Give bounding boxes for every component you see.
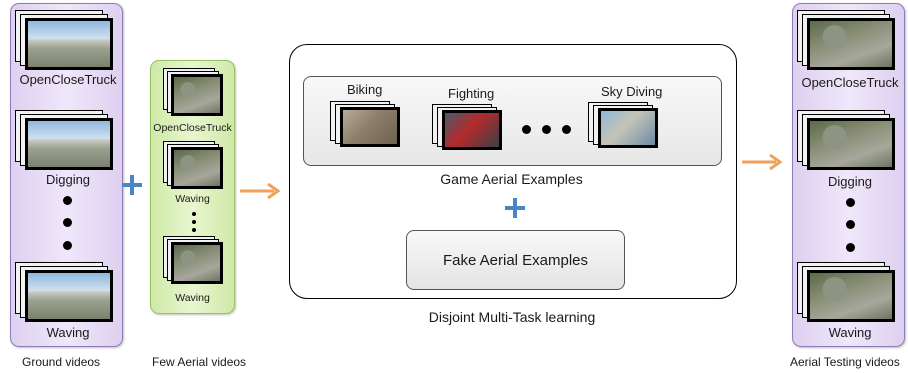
ground-label-2: Digging: [45, 172, 91, 187]
game-stack-fighting: [432, 104, 512, 154]
ellipsis-dot: [846, 220, 855, 229]
ground-video-stack-2: [15, 110, 115, 172]
fake-aerial-examples-box: Fake Aerial Examples: [406, 230, 625, 290]
ground-label-3: Waving: [46, 325, 90, 340]
testing-stack-1: [797, 10, 897, 72]
few-aerial-stack-3: [163, 236, 225, 288]
ellipsis-dot: [846, 243, 855, 252]
ellipsis-dot: [562, 125, 571, 134]
fake-aerial-examples-label: Fake Aerial Examples: [442, 251, 589, 269]
game-label-sky-diving: Sky Diving: [601, 84, 663, 99]
testing-stack-2: [797, 110, 897, 172]
game-label-fighting: Fighting: [448, 86, 495, 101]
ground-label-1: OpenCloseTruck: [19, 72, 117, 87]
ellipsis-dot: [63, 196, 72, 205]
testing-label-2: Digging: [827, 174, 873, 189]
plus-icon: [505, 198, 525, 218]
game-aerial-examples-caption: Game Aerial Examples: [440, 171, 583, 187]
ellipsis-dot: [63, 218, 72, 227]
ellipsis-dot: [192, 220, 196, 224]
ground-thumbnail: [28, 121, 110, 167]
ground-thumbnail: [28, 273, 110, 319]
game-thumbnail: [601, 111, 655, 145]
ground-video-stack-3: [15, 262, 115, 324]
aerial-thumbnail: [810, 21, 892, 67]
aerial-thumbnail: [174, 245, 220, 281]
ellipsis-dot: [192, 212, 196, 216]
arrow-right-icon: [742, 153, 783, 171]
aerial-thumbnail: [174, 150, 220, 186]
game-label-biking: Biking: [347, 82, 383, 97]
ground-video-stack-1: [15, 10, 115, 72]
testing-stack-3: [797, 262, 897, 324]
few-aerial-stack-2: [163, 141, 225, 193]
ellipsis-dot: [522, 125, 531, 134]
game-thumbnail: [343, 110, 397, 144]
ellipsis-dot: [542, 125, 551, 134]
game-stack-biking: [330, 101, 410, 151]
game-stack-sky-diving: [588, 102, 668, 152]
aerial-thumbnail: [174, 77, 220, 113]
ground-thumbnail: [28, 21, 110, 67]
few-aerial-label-1: OpenCloseTruck: [153, 122, 232, 134]
ellipsis-dot: [63, 241, 72, 250]
testing-label-3: Waving: [828, 325, 872, 340]
ground-videos-caption: Ground videos: [22, 355, 101, 369]
few-aerial-label-3: Waving: [175, 292, 210, 304]
ellipsis-dot: [192, 228, 196, 232]
testing-label-1: OpenCloseTruck: [801, 75, 899, 90]
arrow-right-icon: [240, 182, 281, 200]
ellipsis-dot: [846, 198, 855, 207]
aerial-thumbnail: [810, 273, 892, 319]
few-aerial-caption: Few Aerial videos: [152, 355, 247, 369]
aerial-testing-caption: Aerial Testing videos: [790, 355, 900, 369]
few-aerial-label-2: Waving: [175, 193, 210, 205]
game-thumbnail: [445, 113, 499, 147]
few-aerial-stack-1: [163, 68, 225, 120]
plus-icon: [122, 175, 142, 195]
aerial-thumbnail: [810, 121, 892, 167]
multitask-learning-caption: Disjoint Multi-Task learning: [428, 309, 596, 325]
